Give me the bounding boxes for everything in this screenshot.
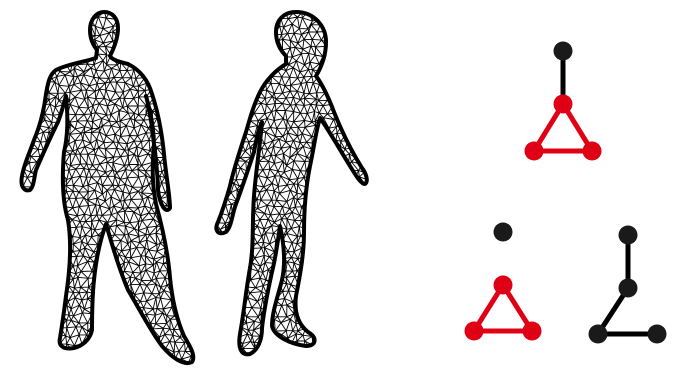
graph-top [525,42,602,161]
graph-bottom-right [589,226,667,344]
human-mesh-front [12,3,200,368]
graph-panel [465,42,667,344]
graph-node-red [525,142,544,161]
graph-node-red [523,322,542,341]
graph-node-red [554,95,573,114]
graph-node-black [554,42,573,61]
graph-node-red [494,276,513,295]
graph-node-red [583,142,602,161]
graph-node-black [619,279,638,298]
graph-node-black [589,325,608,344]
graph-node-black [619,226,638,245]
human-mesh-side [207,2,374,359]
graph-node-red [465,322,484,341]
graph-node-black [494,223,513,242]
graph-bottom-left [465,223,542,341]
graph-node-black [648,325,667,344]
mesh-wireframe [12,3,200,368]
